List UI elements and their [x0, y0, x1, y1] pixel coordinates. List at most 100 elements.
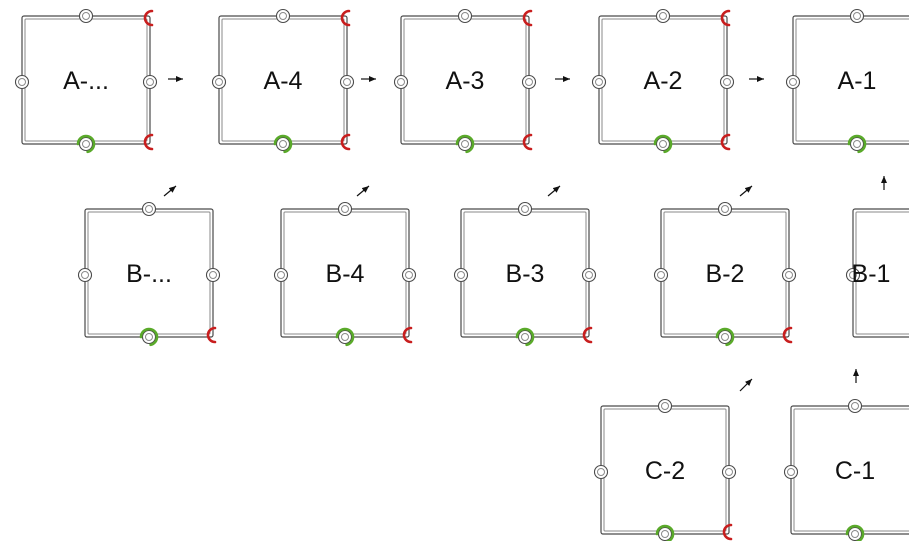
tile-notch-top [457, 8, 473, 24]
tile-notch-inner-right [525, 78, 533, 86]
tile-a-more: A-... [14, 8, 158, 154]
tile-notch-inner-left [657, 271, 665, 279]
arrow-b-2-to-a-2 [739, 185, 753, 197]
connector-green-bottom [273, 134, 293, 154]
tile-label-a-more: A-... [63, 67, 109, 95]
tile-notch-inner-left [397, 78, 405, 86]
tile-a-3: A-3 [393, 8, 537, 154]
tile-notch-inner-bottom [851, 530, 859, 538]
tile-notch-inner-top [721, 205, 729, 213]
tile-notch-inner-top [341, 205, 349, 213]
tile-notch-bottom [657, 526, 673, 541]
tile-notch-inner-left [215, 78, 223, 86]
tile-notch-right [581, 267, 597, 283]
tile-notch-bottom [457, 136, 473, 152]
tile-label-b-3: B-3 [506, 260, 545, 288]
tile-notch-right [401, 267, 417, 283]
tile-notch-right [781, 267, 797, 283]
tile-notch-inner-right [723, 78, 731, 86]
tile-notch-inner-top [521, 205, 529, 213]
tile-notch-left [453, 267, 469, 283]
tile-notch-bottom [847, 526, 863, 541]
tile-b-2: B-2 [653, 201, 797, 347]
tile-notch-inner-right [785, 271, 793, 279]
tile-notch-inner-left [787, 468, 795, 476]
tile-notch-inner-top [661, 402, 669, 410]
tile-notch-top [847, 398, 863, 414]
tile-notch-left [273, 267, 289, 283]
tile-label-a-4: A-4 [264, 67, 303, 95]
tile-c-1: C-1 [783, 398, 909, 541]
tile-notch-inner-bottom [145, 333, 153, 341]
tile-notch-inner-top [461, 12, 469, 20]
tile-notch-left [211, 74, 227, 90]
tile-label-b-2: B-2 [706, 260, 745, 288]
tile-notch-right [521, 74, 537, 90]
tile-notch-inner-bottom [853, 140, 861, 148]
tile-notch-left [593, 464, 609, 480]
tile-notch-inner-bottom [279, 140, 287, 148]
tile-notch-right [721, 464, 737, 480]
tile-b-1: B-1 [845, 208, 909, 338]
tile-notch-inner-bottom [461, 140, 469, 148]
arrow-c-2-to-b-2 [739, 378, 753, 392]
tile-notch-top [141, 201, 157, 217]
connector-red-bottom-right [143, 133, 154, 151]
tile-notch-bottom [141, 329, 157, 345]
connector-green-bottom [847, 134, 867, 154]
tile-notch-left [783, 464, 799, 480]
tile-notch-inner-right [725, 468, 733, 476]
tile-notch-inner-right [209, 271, 217, 279]
tile-notch-bottom [655, 136, 671, 152]
tile-label-c-1: C-1 [835, 457, 875, 485]
tile-notch-left [591, 74, 607, 90]
tile-notch-inner-left [277, 271, 285, 279]
connector-red-bottom-right [402, 326, 413, 344]
tile-notch-inner-right [405, 271, 413, 279]
tile-b-more: B-... [77, 201, 221, 347]
tile-notch-top [337, 201, 353, 217]
connector-green-bottom [139, 327, 159, 347]
tile-notch-inner-top [851, 402, 859, 410]
tile-label-a-3: A-3 [446, 67, 485, 95]
tile-notch-inner-bottom [721, 333, 729, 341]
tile-notch-top [275, 8, 291, 24]
tile-notch-inner-top [82, 12, 90, 20]
tile-label-a-2: A-2 [644, 67, 683, 95]
tile-label-c-2: C-2 [645, 457, 685, 485]
tile-notch-inner-bottom [82, 140, 90, 148]
connector-green-bottom [515, 327, 535, 347]
tile-notch-bottom [517, 329, 533, 345]
tile-notch-top [849, 8, 865, 24]
connector-green-bottom [655, 524, 675, 541]
arrow-b-4-to-a-4 [356, 185, 370, 197]
tile-notch-left [393, 74, 409, 90]
tile-notch-inner-left [789, 78, 797, 86]
tile-notch-inner-top [853, 12, 861, 20]
tile-notch-inner-left [597, 468, 605, 476]
connector-red-top-right [143, 9, 154, 27]
connector-red-top-right [720, 9, 731, 27]
tile-notch-inner-left [457, 271, 465, 279]
tile-label-b-1: B-1 [852, 260, 891, 288]
tile-notch-inner-top [279, 12, 287, 20]
connector-red-bottom-right [582, 326, 593, 344]
tile-a-2: A-2 [591, 8, 735, 154]
tile-notch-inner-bottom [521, 333, 529, 341]
tile-notch-right [339, 74, 355, 90]
connector-green-bottom [455, 134, 475, 154]
connector-green-bottom [715, 327, 735, 347]
tile-b-3: B-3 [453, 201, 597, 347]
tile-notch-left [785, 74, 801, 90]
arrow-b-more-to-a-more [163, 185, 177, 197]
tile-notch-bottom [717, 329, 733, 345]
connector-red-top-right [340, 9, 351, 27]
connector-green-bottom [76, 134, 96, 154]
tile-notch-left [845, 267, 861, 283]
tile-label-b-4: B-4 [326, 260, 365, 288]
tile-notch-left [14, 74, 30, 90]
tile-notch-bottom [78, 136, 94, 152]
tile-notch-top [655, 8, 671, 24]
tile-notch-inner-left [81, 271, 89, 279]
